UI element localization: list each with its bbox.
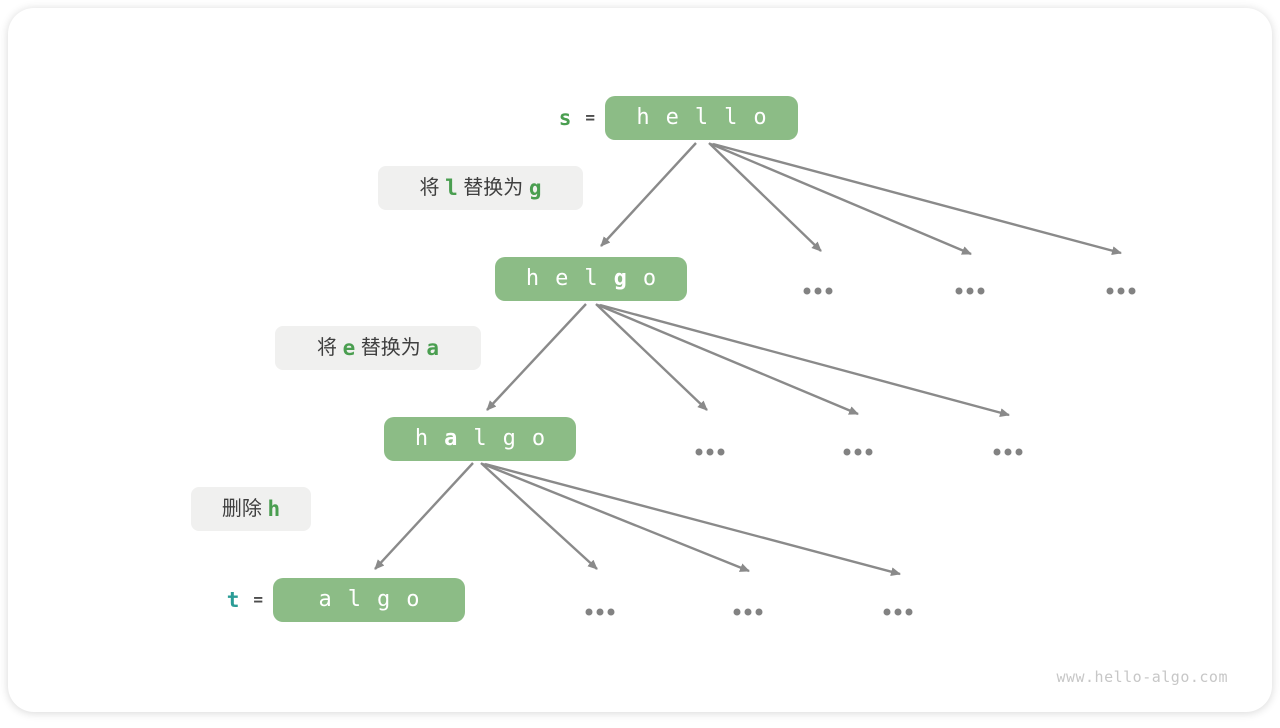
word-char: h	[414, 426, 429, 451]
ellipsis-node	[585, 608, 615, 616]
op-code-char: e	[342, 335, 356, 360]
word-char: a	[318, 587, 332, 612]
op-code-char: a	[426, 335, 439, 360]
op-text: 删除	[221, 498, 268, 520]
ellipsis-dot-icon	[744, 608, 752, 616]
ellipsis-dot-icon	[977, 287, 985, 295]
ellipsis-node	[955, 287, 985, 295]
ellipsis-dot-icon	[883, 608, 891, 616]
op-code-char: h	[267, 496, 281, 521]
word-char: o	[753, 105, 767, 130]
ellipsis-dot-icon	[905, 608, 913, 616]
ellipsis-dot-icon	[585, 608, 593, 616]
op-text: 将	[317, 337, 343, 359]
word-char: g	[377, 587, 391, 612]
ellipsis-node	[993, 448, 1023, 456]
word-char: l	[473, 426, 487, 451]
word-char: g	[613, 266, 627, 291]
ellipsis-dot-icon	[825, 287, 833, 295]
op-replace-e-a-label: 将 e 替换为 a	[275, 326, 481, 370]
word-char: g	[502, 426, 516, 451]
var-assignment-s: s=	[523, 96, 595, 140]
ellipsis-dot-icon	[1128, 287, 1136, 295]
ellipsis-node	[733, 608, 763, 616]
ellipsis-dot-icon	[706, 448, 714, 456]
ellipsis-dot-icon	[854, 448, 862, 456]
ellipsis-dot-icon	[966, 287, 974, 295]
word-char: h	[525, 266, 540, 291]
op-text: 替换为	[355, 337, 427, 359]
ellipsis-dot-icon	[865, 448, 873, 456]
ellipsis-dot-icon	[814, 287, 822, 295]
op-code-char: g	[528, 175, 542, 200]
ellipsis-dot-icon	[955, 287, 963, 295]
ellipsis-dot-icon	[1117, 287, 1125, 295]
ellipsis-dot-icon	[843, 448, 851, 456]
word-char: l	[347, 587, 361, 612]
var-assignment-t: t=	[191, 578, 263, 622]
word-char: h	[636, 105, 650, 130]
ellipsis-dot-icon	[993, 448, 1001, 456]
word-char: l	[584, 266, 598, 291]
watermark: www.hello-algo.com	[1056, 668, 1228, 686]
word-char: l	[694, 105, 709, 130]
word-char: o	[531, 426, 546, 451]
ellipsis-dot-icon	[733, 608, 741, 616]
op-code-char: l	[445, 175, 458, 200]
ellipsis-node	[803, 287, 833, 295]
ellipsis-dot-icon	[1106, 287, 1114, 295]
ellipsis-dot-icon	[596, 608, 604, 616]
ellipsis-node	[1106, 287, 1136, 295]
equals-sign: =	[253, 590, 263, 609]
ellipsis-dot-icon	[894, 608, 902, 616]
word-char: a	[444, 426, 458, 451]
word-char: o	[642, 266, 657, 291]
op-replace-l-g-label: 将 l 替换为 g	[378, 166, 583, 210]
var-label-s: s	[558, 105, 572, 130]
ellipsis-dot-icon	[717, 448, 725, 456]
ellipsis-dot-icon	[1004, 448, 1012, 456]
ellipsis-dot-icon	[695, 448, 703, 456]
op-delete-h-label: 删除 h	[191, 487, 311, 531]
equals-sign: =	[585, 108, 595, 127]
word-char: e	[555, 266, 569, 291]
ellipsis-dot-icon	[755, 608, 763, 616]
op-text: 将	[419, 177, 446, 199]
ellipsis-dot-icon	[607, 608, 615, 616]
ellipsis-dot-icon	[803, 287, 811, 295]
ellipsis-node	[883, 608, 913, 616]
word-char: l	[724, 105, 738, 130]
var-label-t: t	[226, 587, 240, 612]
ellipsis-node	[695, 448, 725, 456]
ellipsis-dot-icon	[1015, 448, 1023, 456]
ellipsis-node	[843, 448, 873, 456]
word-char: e	[665, 105, 679, 130]
word-char: o	[406, 587, 420, 612]
op-text: 替换为	[457, 177, 529, 199]
